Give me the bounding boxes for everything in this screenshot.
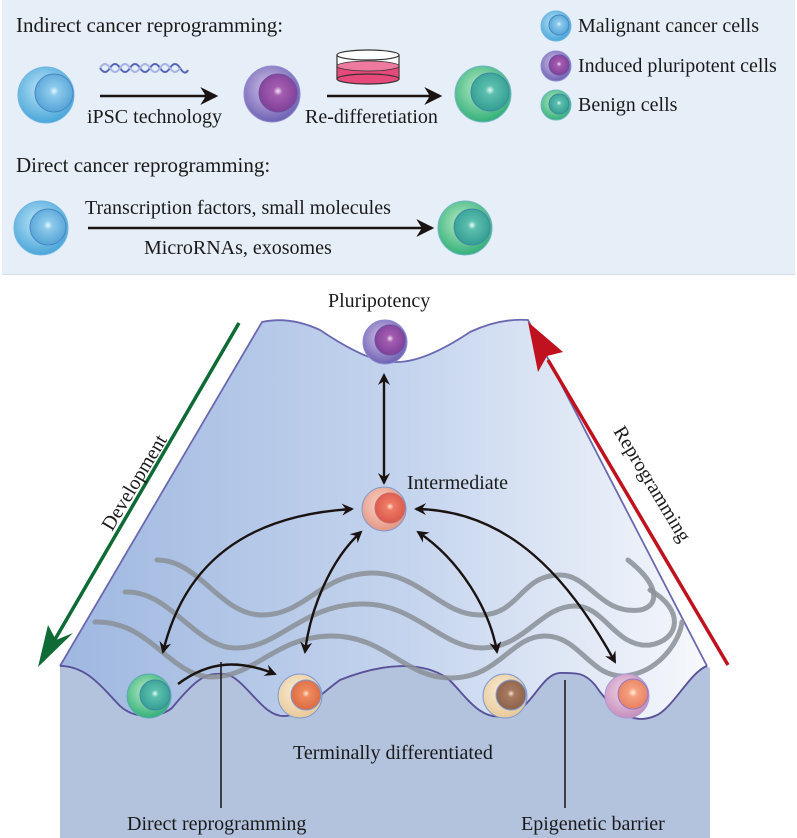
arrow-intermediate-green: [159, 503, 354, 654]
intermediate-cell: [361, 486, 407, 532]
legend-icon-induced-pluripotent: [540, 50, 572, 82]
development-arrow: [38, 322, 241, 667]
terminal-cell-pink: [604, 673, 650, 719]
ipsc-technology-label: iPSC technology: [87, 106, 223, 128]
terminal-cell-green: [126, 673, 172, 719]
terminal-cell-orange: [277, 673, 323, 719]
indirect-heading: Indirect cancer reprogramming:: [16, 13, 284, 37]
indirect-induced-pluripotent-cell: [243, 65, 301, 123]
pluripotency-label: Pluripotency: [328, 290, 431, 312]
direct-heading: Direct cancer reprogramming:: [16, 153, 271, 177]
legend-icon-benign: [540, 89, 572, 121]
indirect-benign-cell: [454, 65, 512, 123]
indirect-malignant-cell: [17, 66, 75, 124]
re-differentiation-label: Re-differetiation: [305, 106, 438, 128]
petri-dish-icon: [336, 49, 400, 85]
direct-reprogramming-callout: Direct reprogramming: [127, 813, 307, 835]
pluripotent-cell: [362, 319, 408, 365]
arrow-intermediate-pink: [414, 503, 617, 664]
direct-label-above: Transcription factors, small molecules: [85, 197, 391, 219]
direct-malignant-cell: [13, 200, 69, 256]
arrow-direct-reprogramming: [177, 663, 277, 685]
direct-benign-cell: [437, 200, 493, 256]
terminally-differentiated-label: Terminally differentiated: [293, 742, 493, 764]
legend-icon-malignant: [540, 10, 572, 42]
legend-label-induced-pluripotent: Induced pluripotent cells: [578, 55, 777, 77]
legend-label-malignant: Malignant cancer cells: [578, 15, 760, 37]
dna-helix-icon: [99, 63, 189, 74]
legend-label-benign: Benign cells: [578, 94, 678, 116]
transition-arrows: [159, 373, 617, 685]
arrow-intermediate-orange: [300, 530, 363, 654]
intermediate-label: Intermediate: [407, 472, 509, 494]
terminal-cell-brown: [482, 673, 528, 719]
epigenetic-barrier-callout: Epigenetic barrier: [521, 813, 665, 835]
direct-label-below: MicroRNAs, exosomes: [144, 237, 332, 259]
reprogramming-arrow: [528, 322, 730, 666]
